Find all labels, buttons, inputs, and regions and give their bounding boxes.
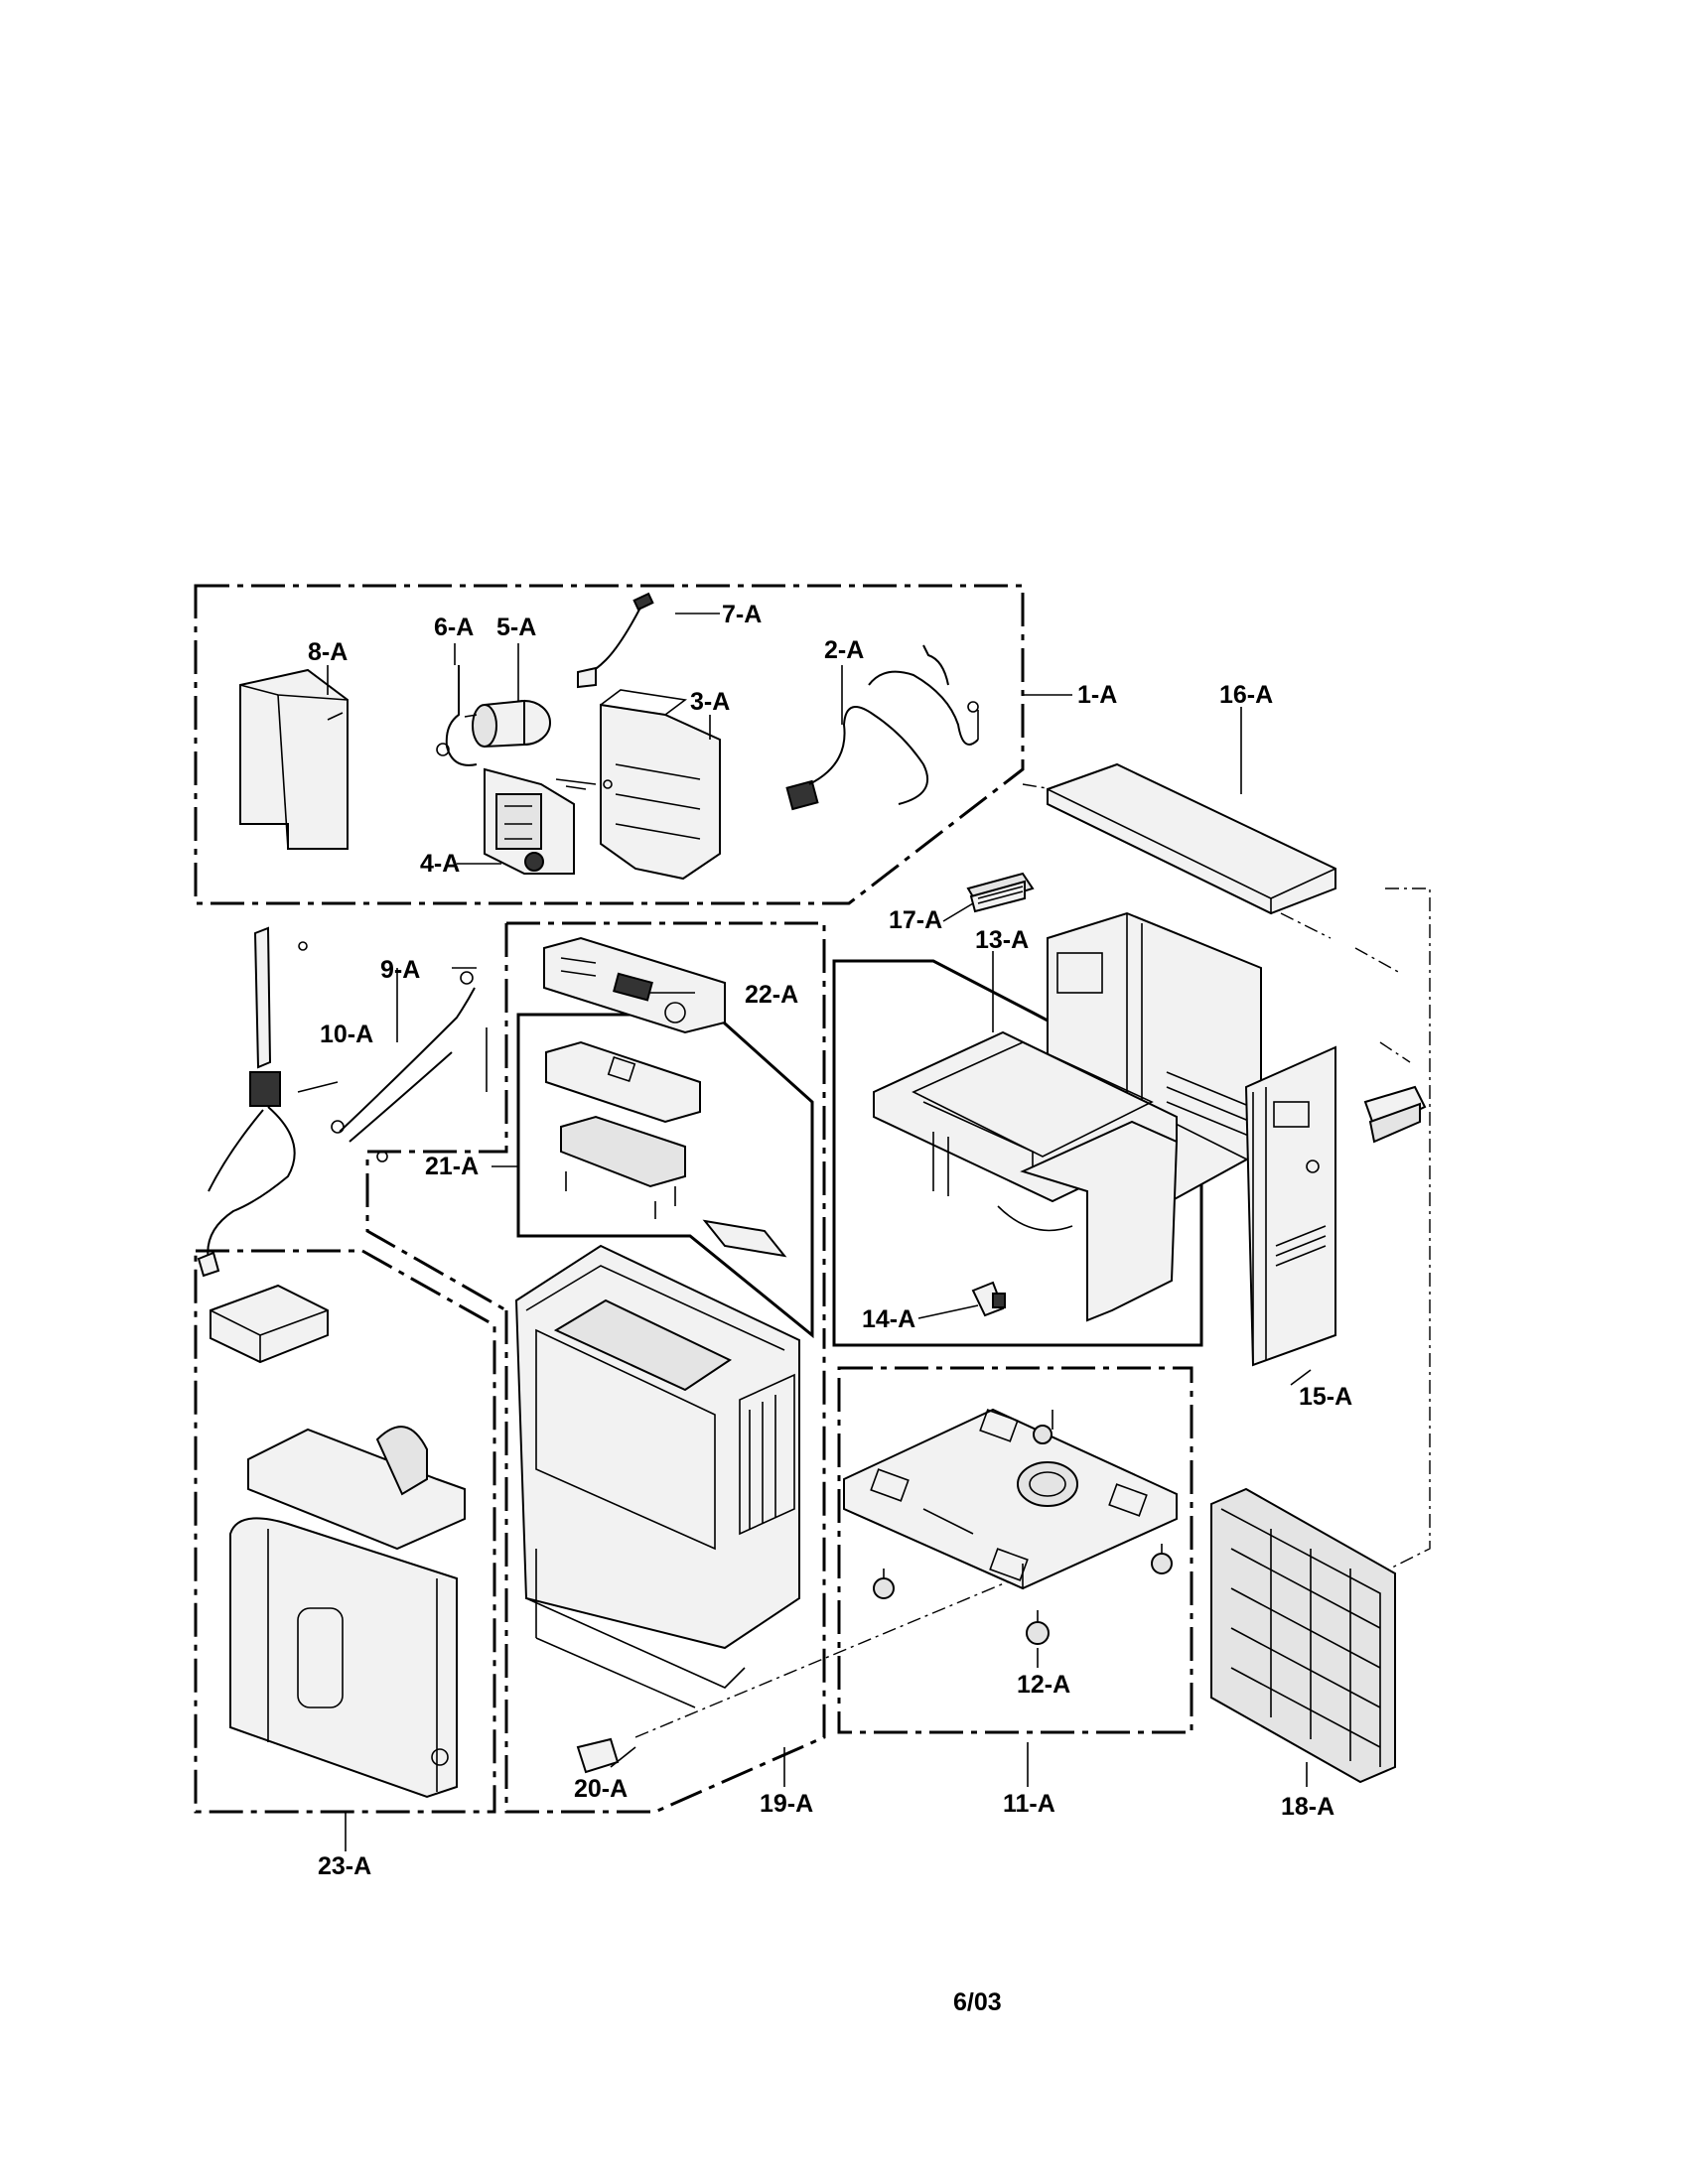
callout-23-a: 23-A xyxy=(318,1852,371,1880)
callout-2-a: 2-A xyxy=(824,636,864,664)
callout-10-a: 10-A xyxy=(320,1021,373,1048)
callout-13-a: 13-A xyxy=(975,926,1029,954)
group-box-19-a xyxy=(504,1310,826,1814)
part-12-a-casters xyxy=(873,1425,1173,1645)
callout-17-a: 17-A xyxy=(889,906,942,934)
group-box-21-a xyxy=(365,921,826,1340)
part-4-a-control-box xyxy=(484,767,575,875)
part-21-a-pcb-assembly xyxy=(545,1040,787,1258)
callout-21-a: 21-A xyxy=(425,1153,479,1180)
part-23-a-water-bucket xyxy=(210,1284,466,1799)
callout-12-a: 12-A xyxy=(1017,1671,1070,1699)
part-22-a-display-label xyxy=(543,936,726,1034)
group-box-1-a xyxy=(194,584,1025,905)
part-7-a-thermistor-wire xyxy=(577,592,654,689)
part-14-a-float-switch xyxy=(971,1281,1006,1317)
part-right-handle xyxy=(1363,1085,1427,1144)
part-3-a-bracket xyxy=(555,689,721,881)
callout-3-a: 3-A xyxy=(690,688,730,716)
group-box-11-a xyxy=(837,1366,1193,1734)
part-11-a-base-pan xyxy=(843,1408,1178,1590)
part-8-a-side-cover xyxy=(239,668,349,850)
callout-14-a: 14-A xyxy=(862,1305,915,1333)
callout-leader-lines xyxy=(297,613,1312,1851)
part-5-a-capacitor xyxy=(464,699,551,749)
part-13-a-frame xyxy=(873,1030,1179,1322)
callout-16-a: 16-A xyxy=(1219,681,1273,709)
callout-5-a: 5-A xyxy=(496,614,536,641)
callout-1-a: 1-A xyxy=(1077,681,1117,709)
part-10-a-switch-harness xyxy=(197,926,308,1278)
part-15-a-side-panel xyxy=(1244,1045,1336,1367)
callout-15-a: 15-A xyxy=(1299,1383,1352,1411)
callout-4-a: 4-A xyxy=(420,850,460,878)
footer-date: 6/03 xyxy=(953,1988,1002,2016)
callout-19-a: 19-A xyxy=(760,1790,813,1818)
callout-20-a: 20-A xyxy=(574,1775,628,1803)
callout-11-a: 11-A xyxy=(1003,1790,1055,1818)
callout-18-a: 18-A xyxy=(1281,1793,1334,1821)
part-19-a-front-cabinet xyxy=(514,1244,800,1708)
part-17-a-handle xyxy=(966,872,1035,913)
callout-9-a: 9-A xyxy=(380,956,420,984)
part-6-a-clip xyxy=(436,665,478,766)
group-box-23-a xyxy=(194,1249,496,1814)
part-16-a-top-cover xyxy=(1047,762,1336,915)
part-9-a-wire-harness xyxy=(331,967,477,1162)
callout-6-a: 6-A xyxy=(434,614,474,641)
callout-7-a: 7-A xyxy=(722,601,762,628)
callout-22-a: 22-A xyxy=(745,981,798,1009)
part-2-a-power-cord xyxy=(785,644,979,811)
callout-8-a: 8-A xyxy=(308,638,348,666)
part-18-a-air-filter xyxy=(1210,1487,1396,1784)
callout-labels: 8-A 6-A 5-A 7-A 3-A 4-A 2-A 1-A 16-A 17-… xyxy=(308,601,1352,1880)
